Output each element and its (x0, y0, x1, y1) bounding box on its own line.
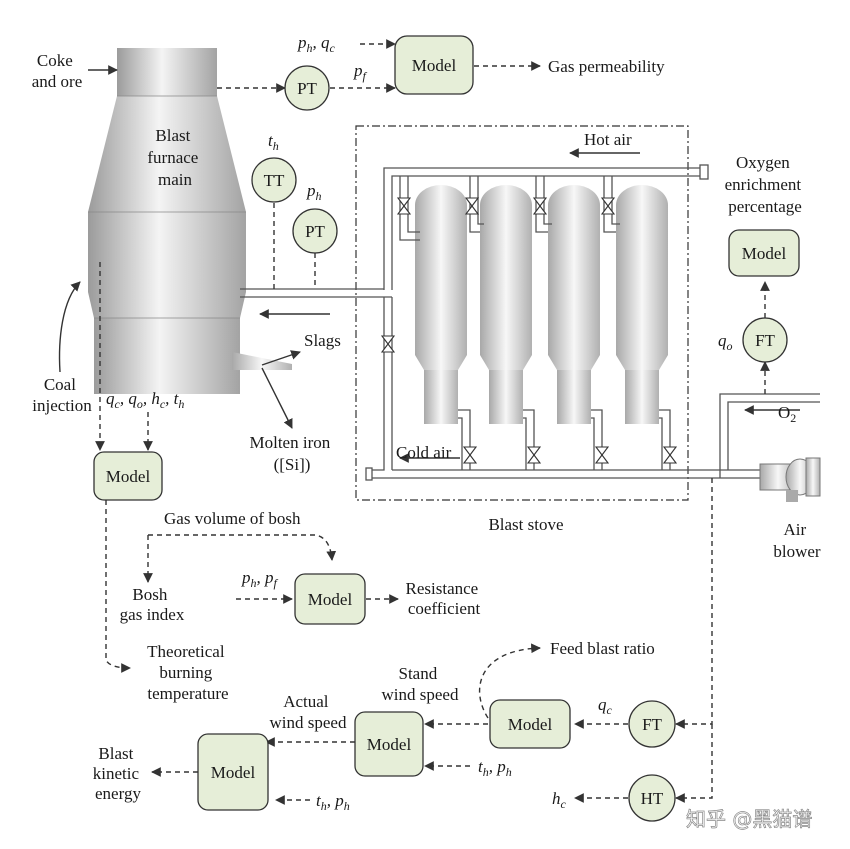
label-model-inputs: qc, qo, hc, th (106, 389, 184, 411)
model-bosh: Model (93, 451, 163, 501)
svg-text:Model: Model (106, 467, 151, 486)
air-blower (759, 457, 821, 502)
label-oxygen-enrichment: Oxygen enrichment percentage (725, 153, 806, 216)
connections (58, 39, 800, 805)
model-gas-permeability: Model (394, 35, 474, 95)
ft-instrument-bottom: FT (628, 700, 676, 748)
stove-3 (548, 185, 600, 424)
svg-text:PT: PT (305, 222, 325, 241)
label-coal-injection: Coal injection (32, 375, 92, 415)
label-ph-pf: ph, pf (241, 568, 279, 590)
label-cold-air: Cold air (396, 443, 452, 462)
label-qc: qc (598, 695, 613, 717)
svg-text:FT: FT (642, 715, 662, 734)
label-blast-kinetic-energy: Blast kinetic energy (93, 744, 144, 803)
label-stand-wind-speed: Stand wind speed (382, 664, 459, 704)
model-kinetic-energy: Model (197, 733, 269, 811)
ft-instrument-oxygen: FT (742, 317, 788, 363)
stove-4 (616, 185, 668, 424)
stove-1 (415, 185, 467, 424)
label-qo: qo (718, 331, 733, 353)
model-resistance: Model (294, 573, 366, 625)
blast-stove-boundary (355, 125, 689, 501)
label-blast-furnace-main: Blast furnace main (147, 126, 202, 189)
svg-text:Model: Model (308, 590, 353, 609)
svg-text:Model: Model (742, 244, 787, 263)
model-actual-wind: Model (354, 711, 424, 777)
blast-furnace (88, 48, 292, 394)
svg-text:TT: TT (264, 171, 285, 190)
label-th-ph-left: th, ph (316, 791, 350, 813)
label-blast-stove: Blast stove (488, 515, 563, 534)
label-th: th (268, 131, 279, 153)
model-oxygen-enrichment: Model (728, 229, 800, 277)
svg-text:Model: Model (367, 735, 412, 754)
svg-text:HT: HT (641, 789, 664, 808)
pt-instrument-top: PT (284, 65, 330, 111)
label-ph-qc-top: ph, qc (297, 33, 336, 55)
svg-text:FT: FT (755, 331, 775, 350)
label-ph: ph (306, 181, 322, 203)
label-feed-blast-ratio: Feed blast ratio (550, 639, 655, 658)
label-hc: hc (552, 789, 567, 811)
label-air-blower: Air blower (773, 520, 821, 561)
label-hot-air: Hot air (584, 130, 632, 149)
svg-text:Model: Model (508, 715, 553, 734)
label-actual-wind-speed: Actual wind speed (270, 692, 347, 732)
watermark: 知乎 @黑猫谱 (686, 807, 812, 831)
label-gas-permeability: Gas permeability (548, 57, 665, 76)
svg-text:PT: PT (297, 79, 317, 98)
label-resistance-coefficient: Resistance coefficient (406, 579, 483, 618)
svg-text:Model: Model (412, 56, 457, 75)
svg-text:Model: Model (211, 763, 256, 782)
stove-2 (480, 185, 532, 424)
label-th-ph-right: th, ph (478, 757, 512, 779)
model-feed-blast: Model (489, 699, 571, 749)
hot-air-pipe (240, 164, 709, 298)
label-coke-and-ore: Coke and ore (32, 51, 83, 91)
tt-instrument: TT (251, 157, 297, 203)
label-theoretical-burning-temperature: Theoretical burning temperature (147, 642, 229, 703)
label-bosh-gas-index: Bosh gas index (120, 585, 185, 624)
cold-air-pipe (365, 297, 820, 481)
ht-instrument: HT (628, 774, 676, 822)
label-slags: Slags (304, 331, 341, 350)
label-molten-iron: Molten iron ([Si]) (250, 433, 335, 474)
label-pf: pf (353, 61, 368, 83)
valves (380, 197, 678, 464)
label-gas-volume-of-bosh: Gas volume of bosh (164, 509, 301, 528)
label-o2: O2 (778, 403, 796, 425)
pt-instrument-mid: PT (292, 208, 338, 254)
